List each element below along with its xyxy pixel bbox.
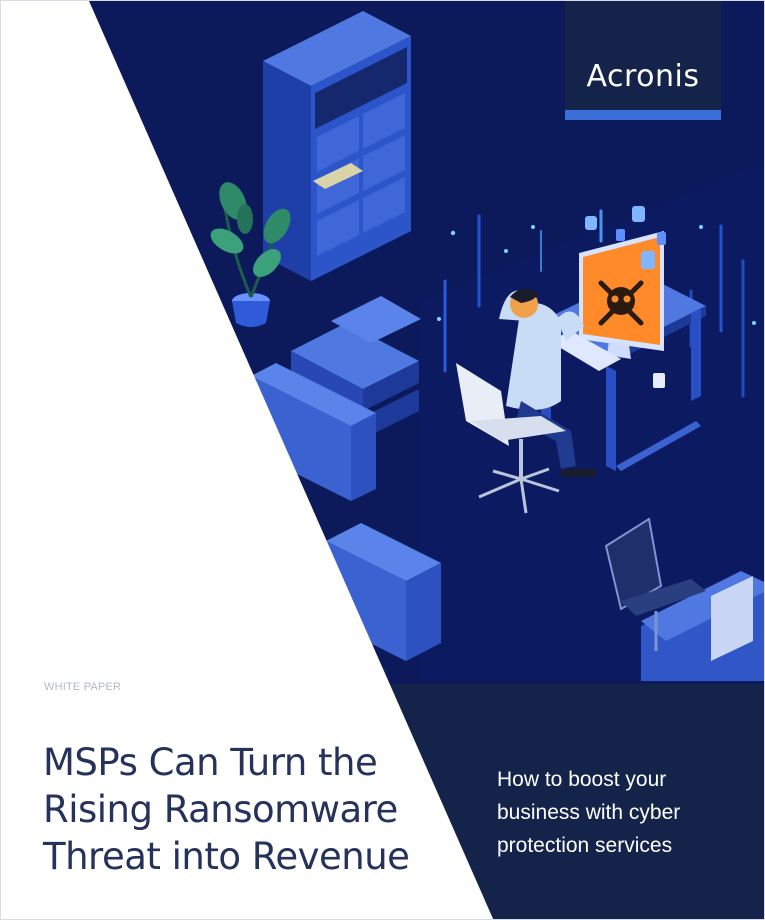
headline-line: Rising Ransomware (43, 788, 398, 831)
keyboard (549, 331, 621, 371)
cover-headline: MSPs Can Turn the Rising Ransomware Thre… (43, 739, 423, 880)
acronis-logo: Acronis (586, 59, 700, 94)
skull-crossbones-icon (598, 280, 644, 326)
subhead-line: protection services (497, 834, 673, 857)
logo-accent-stripe (565, 110, 721, 120)
subhead-line: How to boost your (497, 768, 667, 791)
second-desk (604, 517, 764, 681)
stressed-worker (499, 288, 596, 477)
headline-line: Threat into Revenue (43, 835, 410, 878)
bitcoin-icon (585, 206, 666, 269)
mug (653, 373, 665, 388)
document-type-label: WHITE PAPER (44, 681, 122, 693)
bookshelf (263, 11, 411, 281)
headline-line: MSPs Can Turn the (43, 741, 378, 784)
data-lines (443, 209, 745, 398)
cover-subhead: How to boost your business with cyber pr… (497, 763, 747, 862)
sofa (251, 363, 376, 501)
potted-plant (210, 182, 291, 327)
office-chair (456, 363, 566, 514)
logo-tab: Acronis (565, 1, 721, 120)
armchair (326, 523, 441, 661)
subhead-line: business with cyber (497, 801, 681, 824)
